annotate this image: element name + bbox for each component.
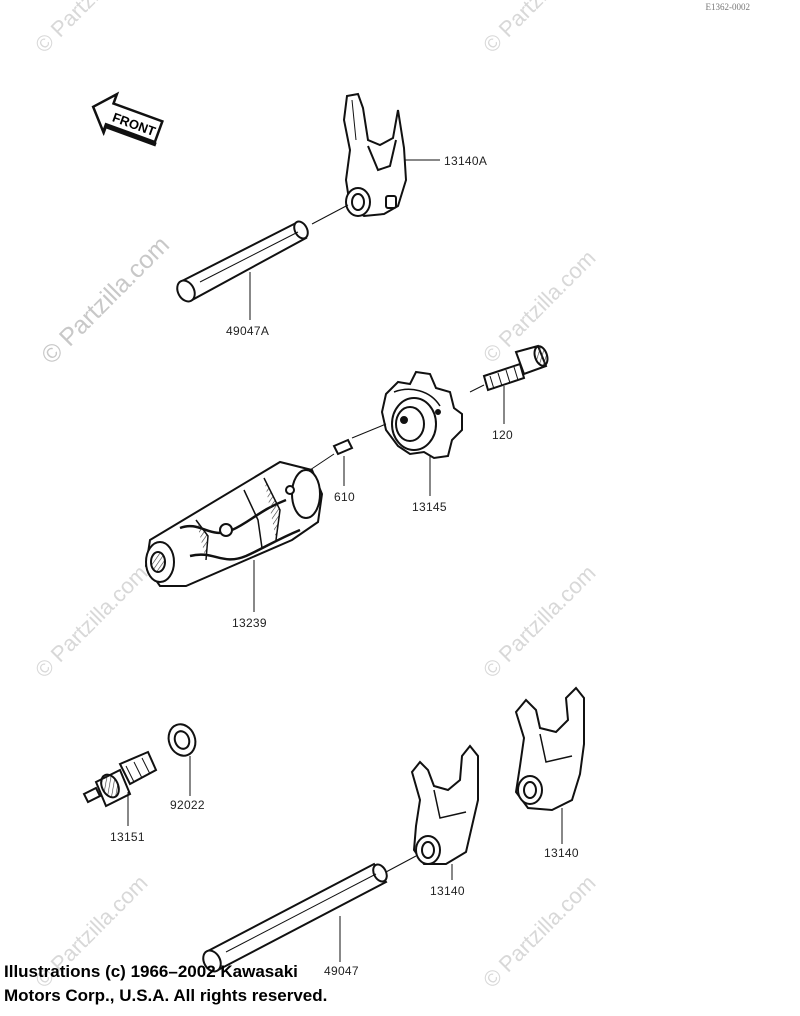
part-label-washer: 92022 — [170, 798, 205, 812]
part-label-pin: 610 — [334, 490, 355, 504]
part-label-drum: 13239 — [232, 616, 267, 630]
part-label-fork-right: 13140 — [544, 846, 579, 860]
shift-fork-middle — [410, 744, 479, 865]
part-label-cam: 13145 — [412, 500, 447, 514]
shift-rod-bottom — [202, 862, 388, 973]
diagram-code: E1362-0002 — [705, 2, 751, 12]
shift-drum — [144, 460, 324, 587]
part-label-fork-middle: 13140 — [430, 884, 465, 898]
copyright-line-1: Illustrations (c) 1966–2002 Kawasaki — [4, 962, 298, 981]
part-label-bolt: 120 — [492, 428, 513, 442]
detent-plunger — [82, 750, 158, 808]
shift-cam — [380, 370, 463, 460]
part-label-rod-bottom: 49047 — [324, 964, 359, 978]
part-label-rod-top: 49047A — [226, 324, 270, 338]
part-label-fork-top: 13140A — [444, 154, 488, 168]
shift-fork-right — [514, 686, 585, 812]
copyright-notice: Illustrations (c) 1966–2002 Kawasaki Mot… — [4, 960, 327, 1008]
bolt-part — [482, 344, 549, 392]
pin-part — [332, 438, 354, 456]
washer-part — [167, 723, 197, 757]
shift-fork-top — [342, 92, 408, 218]
part-label-detent: 13151 — [110, 830, 145, 844]
shift-rod-top — [176, 220, 309, 303]
copyright-line-2: Motors Corp., U.S.A. All rights reserved… — [4, 986, 328, 1005]
front-arrow-icon: FRONT — [91, 91, 164, 147]
